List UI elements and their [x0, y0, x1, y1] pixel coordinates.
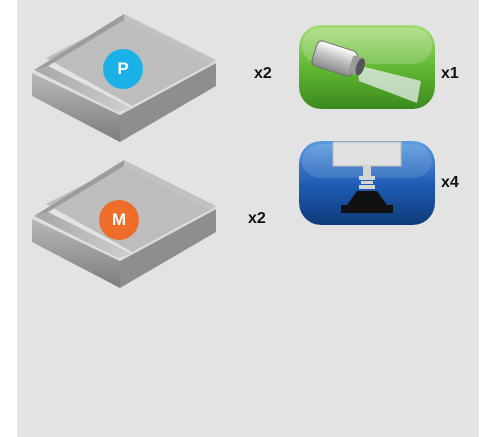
tool-quantity-spray: x1 — [441, 65, 459, 82]
drawer-badge-m: M — [99, 200, 139, 240]
drawer-quantity-m: x2 — [248, 210, 266, 227]
drawer-quantity-p: x2 — [254, 65, 272, 82]
press-icon — [299, 141, 435, 225]
drawer-badge-p: P — [103, 49, 143, 89]
spray-nozzle-icon — [299, 25, 435, 109]
tool-tile-press — [299, 141, 435, 225]
tool-quantity-press: x4 — [441, 174, 459, 191]
tool-tile-spray — [299, 25, 435, 109]
